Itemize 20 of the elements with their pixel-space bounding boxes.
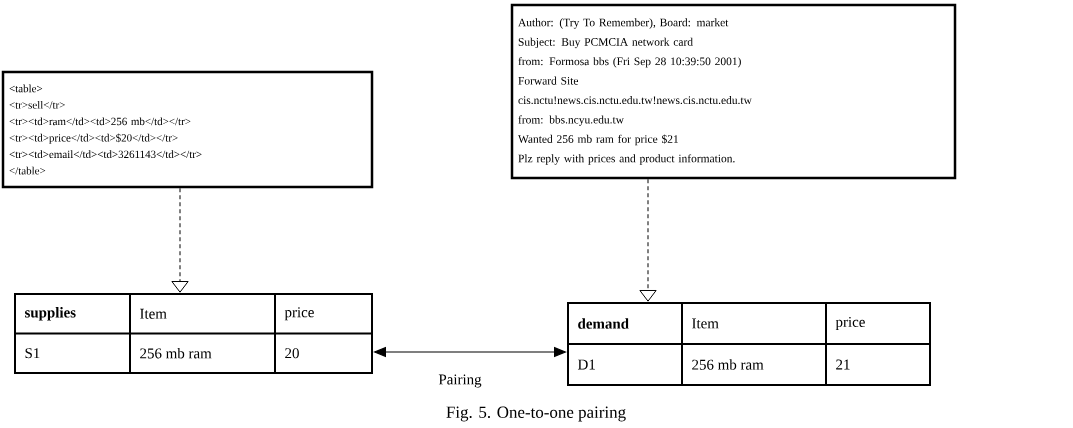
text-box: Author: (Try To Remember), Board: market Subject: Buy PCMCIA network card from: Formosa bbs (Fri Sep 28 10:39:50 2001) Forward Site cis.nctu!news.cis.nctu.edu.tw!news.cis.nctu.edu.tw from: bbs.ncyu.edu.tw Wanted 256 mb ram for price $21 Plz reply with prices and product information. — [510, 3, 957, 180]
table-cell: D1 — [577, 359, 595, 370]
table-cell: supplies — [25, 307, 76, 321]
table-cell: 20 — [285, 348, 299, 359]
table — [14, 293, 373, 374]
table-cell: Item — [140, 308, 167, 319]
table-cell: Item — [692, 318, 719, 329]
table-cell: 256 mb ram — [692, 359, 764, 370]
arrow — [171, 187, 189, 293]
table-cell: 21 — [836, 359, 850, 370]
table-cell: demand — [578, 318, 629, 329]
table-cell: 256 mb ram — [140, 347, 212, 359]
table-cell: S1 — [25, 348, 40, 359]
caption: Fig. 5. One-to-one pairing — [446, 406, 626, 422]
table — [567, 302, 931, 386]
table-cell: price — [835, 316, 865, 331]
arrow — [639, 178, 657, 302]
table-cell: price — [284, 307, 314, 321]
edge-label: Pairing — [438, 374, 482, 388]
text-box: <table> <tr>sell</tr> <tr><td>ram</td><td>256 mb</td></tr> <tr><td>price</td><td>$20</td></tr> <tr><td>email</td><td>3261143</td></tr> </table> — [1, 70, 374, 189]
